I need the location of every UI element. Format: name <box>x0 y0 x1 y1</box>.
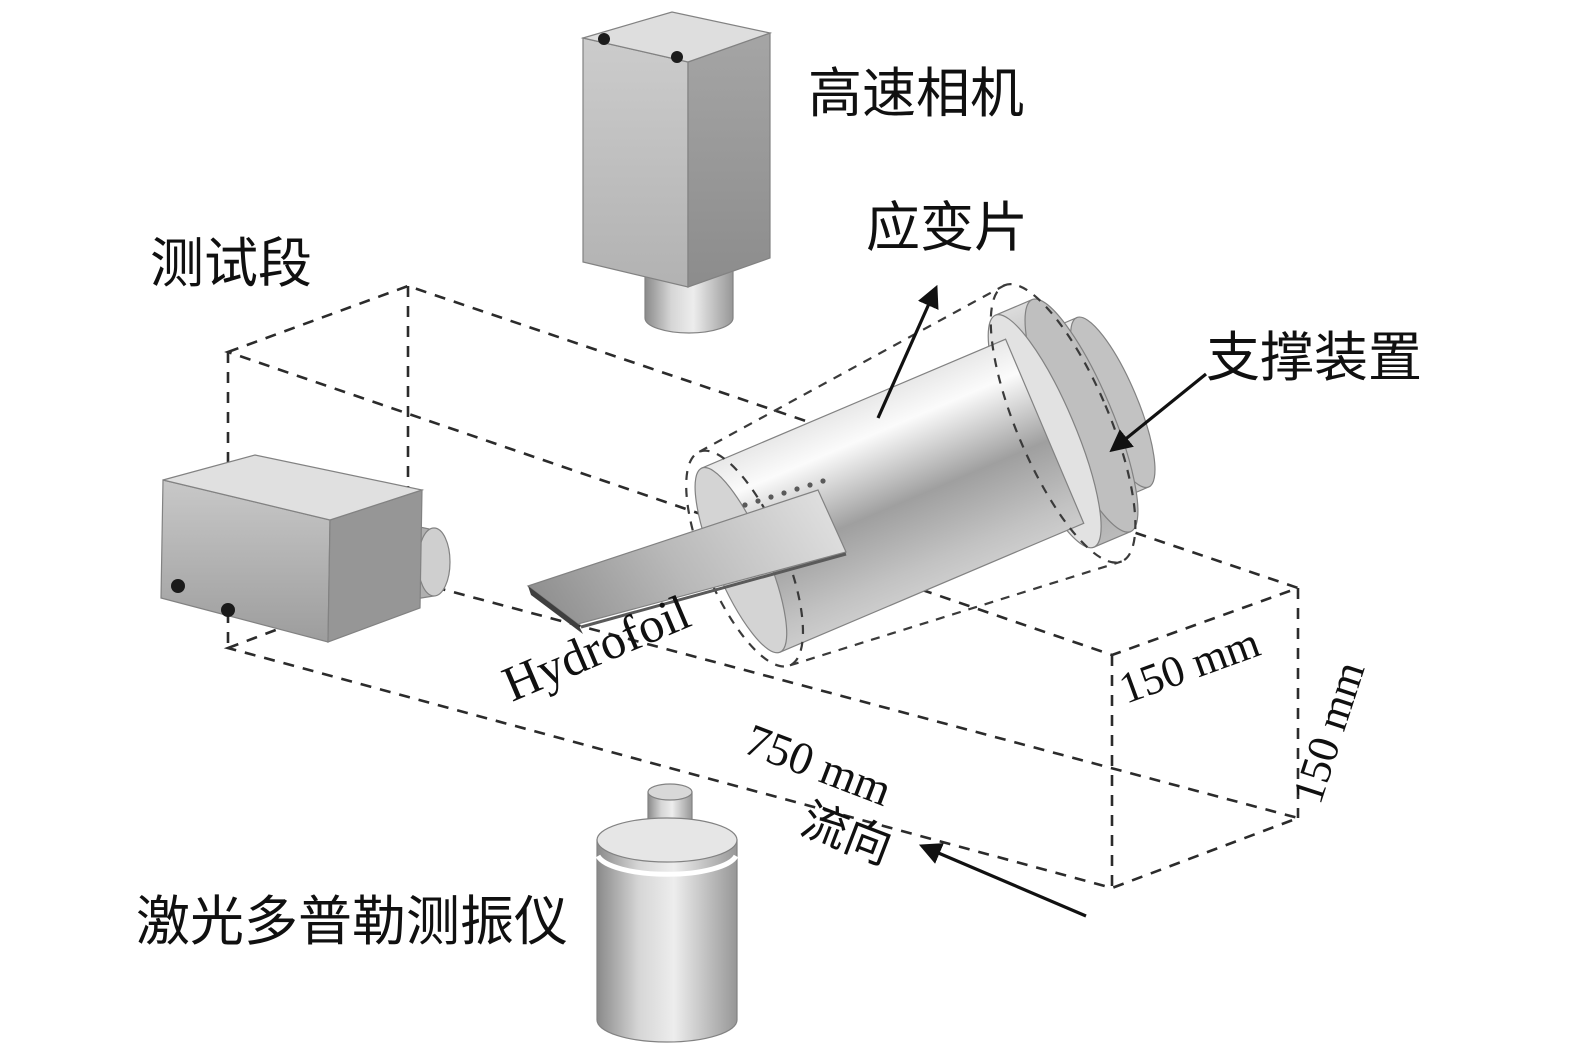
height-dimension-label: 150 mm <box>1283 656 1375 809</box>
laser-head-highlight-ring <box>595 854 739 877</box>
laser-head-stem-top <box>647 783 693 801</box>
vibrometer-screw-icon <box>171 579 185 593</box>
strain-gauge-label: 应变片 <box>866 198 1028 258</box>
camera-top-face <box>580 11 773 63</box>
vibrometer-graphic <box>160 454 451 643</box>
hydrofoil-dark-edge <box>528 586 583 634</box>
camera-side-face <box>687 32 771 288</box>
strain-gauge-arrow <box>876 284 939 419</box>
vibrometer-screw-icon <box>221 603 235 617</box>
bolt-dots <box>742 478 826 508</box>
laser-head-graphic <box>595 783 739 1043</box>
support-device-label: 支撑装置 <box>1206 328 1422 388</box>
hydrofoil-graphic <box>526 489 847 634</box>
test-section-label: 测试段 <box>150 234 312 294</box>
camera-screw-icon <box>598 33 610 45</box>
vibrometer-label: 激光多普勒测振仪 <box>136 892 568 952</box>
camera-label: 高速相机 <box>808 64 1024 124</box>
high-speed-camera-graphic <box>580 11 773 334</box>
annotation-arrows <box>876 284 1208 918</box>
laser-head-top <box>596 817 738 863</box>
vibrometer-top-face <box>162 454 425 521</box>
dashed-envelope-lines <box>698 284 1123 667</box>
width-dimension-label: 150 mm <box>1113 618 1266 714</box>
laser-head-body <box>596 839 738 1043</box>
hydrofoil-trailing-edge <box>580 552 847 629</box>
camera-front-face <box>582 37 689 288</box>
vibrometer-lens-cap <box>417 527 451 597</box>
support-device-arrow <box>1109 372 1208 453</box>
camera-screw-icon <box>671 51 683 63</box>
flow-direction-arrow <box>918 843 1087 918</box>
